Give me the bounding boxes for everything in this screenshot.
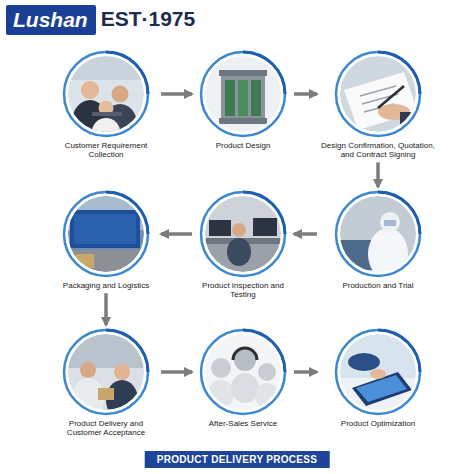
process-step: Packaging and Logistics	[54, 190, 158, 290]
step-photo	[62, 50, 150, 138]
flow-arrow	[161, 232, 192, 236]
process-step: Product Inspection and Testing	[195, 190, 291, 299]
flow-arrow	[376, 162, 380, 187]
step-photo	[199, 190, 287, 278]
step-label: After-Sales Service	[195, 419, 291, 428]
caption-banner: PRODUCT DELIVERY PROCESS	[145, 451, 330, 468]
step-photo	[62, 190, 150, 278]
process-step: Product Optimization	[320, 328, 436, 428]
step-photo	[62, 328, 150, 416]
step-photo	[334, 50, 422, 138]
flow-arrow	[294, 92, 317, 96]
step-photo	[334, 328, 422, 416]
process-step: Production and Trial	[320, 190, 436, 290]
step-photo	[199, 50, 287, 138]
process-step: Design Confirmation, Quotation, and Cont…	[320, 50, 436, 159]
step-label: Product Delivery and Customer Acceptance	[54, 419, 158, 437]
flow-arrow	[104, 293, 108, 325]
step-label: Customer Requirement Collection	[54, 141, 158, 159]
brand-tagline: EST·1975	[101, 7, 196, 30]
flow-arrow	[161, 370, 192, 374]
process-step: Customer Requirement Collection	[54, 50, 158, 159]
process-step: After-Sales Service	[195, 328, 291, 428]
step-photo	[334, 190, 422, 278]
process-step: Product Design	[195, 50, 291, 150]
brand-logo: Lushan	[6, 5, 96, 35]
step-label: Packaging and Logistics	[54, 281, 158, 290]
step-label: Product Design	[195, 141, 291, 150]
flow-arrow	[294, 232, 317, 236]
step-label: Production and Trial	[320, 281, 436, 290]
step-label: Design Confirmation, Quotation, and Cont…	[320, 141, 436, 159]
step-label: Product Optimization	[320, 419, 436, 428]
step-label: Product Inspection and Testing	[195, 281, 291, 299]
process-step: Product Delivery and Customer Acceptance	[54, 328, 158, 437]
flow-arrow	[161, 92, 192, 96]
step-photo	[199, 328, 287, 416]
flow-arrow	[294, 370, 317, 374]
